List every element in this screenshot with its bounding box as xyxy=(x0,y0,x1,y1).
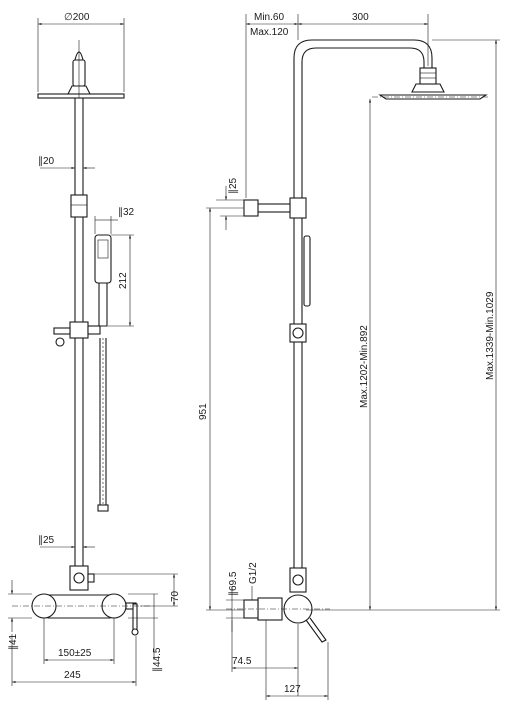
dim-head-diameter: ∅200 xyxy=(37,12,125,92)
total-height-label: Max.1339-Min.1029 xyxy=(485,291,496,380)
dim-body-depth: 127 xyxy=(265,620,329,700)
wall-height-label: 70 xyxy=(170,590,181,602)
dim-wall-height: 70 xyxy=(90,573,181,607)
dim-body-diameter: ∥41 xyxy=(8,580,32,650)
lower-pipe-diameter-label: ∥25 xyxy=(38,535,55,546)
shower-riser-side xyxy=(226,39,488,643)
mixer-body-front xyxy=(12,565,150,636)
hand-shower-diameter-label: ∥32 xyxy=(118,207,135,218)
bracket-height-label: 951 xyxy=(198,403,209,420)
body-depth-label: 127 xyxy=(284,684,301,695)
dim-centers: 150±25 xyxy=(43,618,115,664)
dim-handle-diameter: ∥44.5 xyxy=(128,593,163,672)
dim-bracket-diameter: ∥25 xyxy=(216,177,244,230)
arm-max-label: Max.120 xyxy=(250,27,289,38)
body-diameter-label: ∥41 xyxy=(8,633,19,650)
dim-bracket-height: 951 xyxy=(198,207,244,611)
thread-label: G1/2 xyxy=(248,562,259,584)
dim-pipe-diameter: ∥20 xyxy=(38,156,95,170)
arm-length-label: 300 xyxy=(352,12,369,23)
dim-head-height: Max.1202-Min.892 xyxy=(306,99,374,611)
vertical-pipe-front xyxy=(53,98,101,580)
bracket-diameter-label: ∥25 xyxy=(228,177,239,194)
dim-lower-pipe: ∥25 xyxy=(38,535,95,549)
side-view: Min.60 Max.120 300 ∥25 951 Max.1202-Min.… xyxy=(198,12,500,700)
dim-arm: Min.60 Max.120 300 xyxy=(245,12,429,198)
wall-offset-label: 74.5 xyxy=(232,656,252,667)
head-height-label: Max.1202-Min.892 xyxy=(359,325,370,408)
centers-label: 150±25 xyxy=(58,648,92,659)
head-diameter-label: ∅200 xyxy=(64,12,90,23)
dim-total-width: 245 xyxy=(11,634,137,686)
dim-hand-shower: ∥32 212 xyxy=(94,207,135,327)
shower-head-front xyxy=(37,40,125,99)
connection-diameter-label: ∥69.5 xyxy=(228,571,239,596)
front-view: ∅200 ∥20 xyxy=(8,12,181,686)
dim-total-height: Max.1339-Min.1029 xyxy=(374,39,500,611)
hand-shower-length-label: 212 xyxy=(118,272,129,289)
pipe-diameter-label: ∥20 xyxy=(38,156,55,167)
arm-min-label: Min.60 xyxy=(254,12,284,23)
total-width-label: 245 xyxy=(64,670,81,681)
dim-wall-offset: 74.5 xyxy=(231,620,299,696)
handle-diameter-label: ∥44.5 xyxy=(152,647,163,672)
hand-shower-front xyxy=(94,234,112,512)
dim-connection: ∥69.5 G1/2 xyxy=(226,562,259,632)
